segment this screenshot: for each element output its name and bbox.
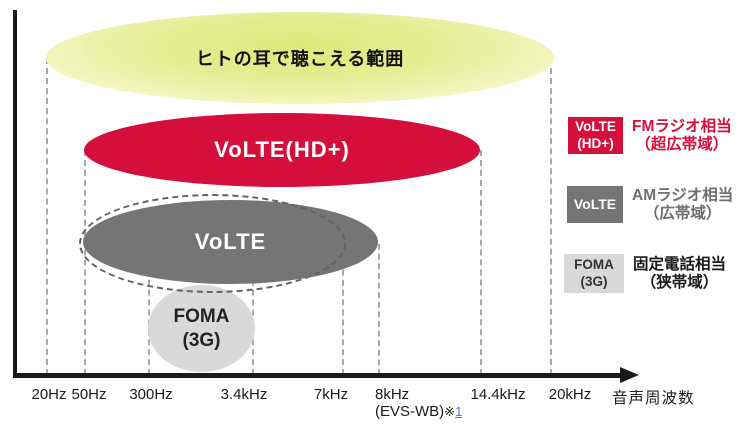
y-axis bbox=[13, 10, 17, 378]
legend-row-foma: FOMA (3G) 固定電話相当 （狭帯域） bbox=[564, 254, 726, 293]
tick-300hz: 300Hz bbox=[129, 386, 173, 403]
legend-text-foma: 固定電話相当 （狭帯域） bbox=[633, 256, 726, 292]
tick-8khz: 8kHz (EVS-WB)※1 bbox=[375, 386, 505, 420]
gridline-20hz bbox=[46, 58, 48, 375]
x-axis-arrowhead-icon bbox=[620, 367, 639, 383]
tick-3.4khz: 3.4kHz bbox=[220, 386, 268, 403]
legend-text-volte: AMラジオ相当 （広帯域） bbox=[632, 187, 733, 223]
hearing-range-label: ヒトの耳で聴こえる範囲 bbox=[195, 49, 405, 69]
tick-50hz: 50Hz bbox=[71, 386, 107, 403]
x-axis-title: 音声周波数 bbox=[612, 390, 695, 407]
legend-text-volte-line2: （広帯域） bbox=[643, 204, 722, 222]
footnote-mark: ※ bbox=[444, 404, 456, 419]
tick-8khz-value: 8kHz bbox=[375, 386, 410, 403]
legend-text-foma-line2: （狭帯域） bbox=[640, 273, 719, 291]
foma-label-line2: (3G) bbox=[182, 329, 221, 351]
hearing-range-ellipse: ヒトの耳で聴こえる範囲 bbox=[46, 12, 554, 104]
legend-row-volte-hdplus: VoLTE (HD+) FMラジオ相当 （超広帯域） bbox=[568, 117, 732, 154]
x-axis bbox=[13, 373, 622, 378]
footnote-link-1[interactable]: 1 bbox=[455, 404, 463, 419]
legend-badge-foma-line1: FOMA bbox=[574, 256, 614, 272]
legend-badge-volte-hdplus: VoLTE (HD+) bbox=[568, 117, 623, 154]
tick-8khz-codec: (EVS-WB) bbox=[375, 403, 445, 420]
gridline-3.4khz bbox=[252, 240, 254, 375]
gridline-50hz bbox=[84, 150, 86, 375]
tick-7khz: 7kHz bbox=[313, 386, 349, 403]
tick-20khz: 20kHz bbox=[548, 386, 592, 403]
legend-badge-volte-line1: VoLTE bbox=[573, 195, 617, 212]
tick-20hz: 20Hz bbox=[31, 386, 67, 403]
gridline-8khz bbox=[378, 244, 380, 375]
legend-text-volte-hdplus: FMラジオ相当 （超広帯域） bbox=[632, 118, 732, 154]
volte-hdplus-ellipse: VoLTE(HD+) bbox=[84, 113, 480, 187]
gridline-7khz bbox=[342, 240, 344, 375]
legend-badge-foma: FOMA (3G) bbox=[564, 254, 624, 293]
gridline-14.4khz bbox=[480, 150, 482, 375]
legend-text-foma-line1: 固定電話相当 bbox=[633, 255, 727, 273]
legend-badge-volte: VoLTE bbox=[567, 186, 623, 223]
legend-badge-foma-line2: (3G) bbox=[580, 273, 608, 289]
gridline-300hz bbox=[148, 240, 150, 375]
legend-badge-volte-hdplus-line2: (HD+) bbox=[577, 135, 614, 151]
foma-ellipse: FOMA (3G) bbox=[148, 285, 255, 372]
legend-text-volte-hdplus-line1: FMラジオ相当 bbox=[632, 117, 732, 135]
legend-text-volte-hdplus-line2: （超広帯域） bbox=[635, 135, 729, 153]
legend-badge-volte-hdplus-line1: VoLTE bbox=[575, 118, 616, 134]
volte-hdplus-label: VoLTE(HD+) bbox=[214, 137, 350, 162]
tick-14.4khz: 14.4kHz bbox=[470, 386, 526, 403]
gridline-20khz bbox=[550, 58, 552, 375]
volte-dashed-outline bbox=[79, 194, 346, 293]
legend-text-volte-line1: AMラジオ相当 bbox=[632, 186, 734, 204]
foma-label-line1: FOMA bbox=[173, 305, 230, 327]
legend-row-volte: VoLTE AMラジオ相当 （広帯域） bbox=[567, 186, 733, 223]
